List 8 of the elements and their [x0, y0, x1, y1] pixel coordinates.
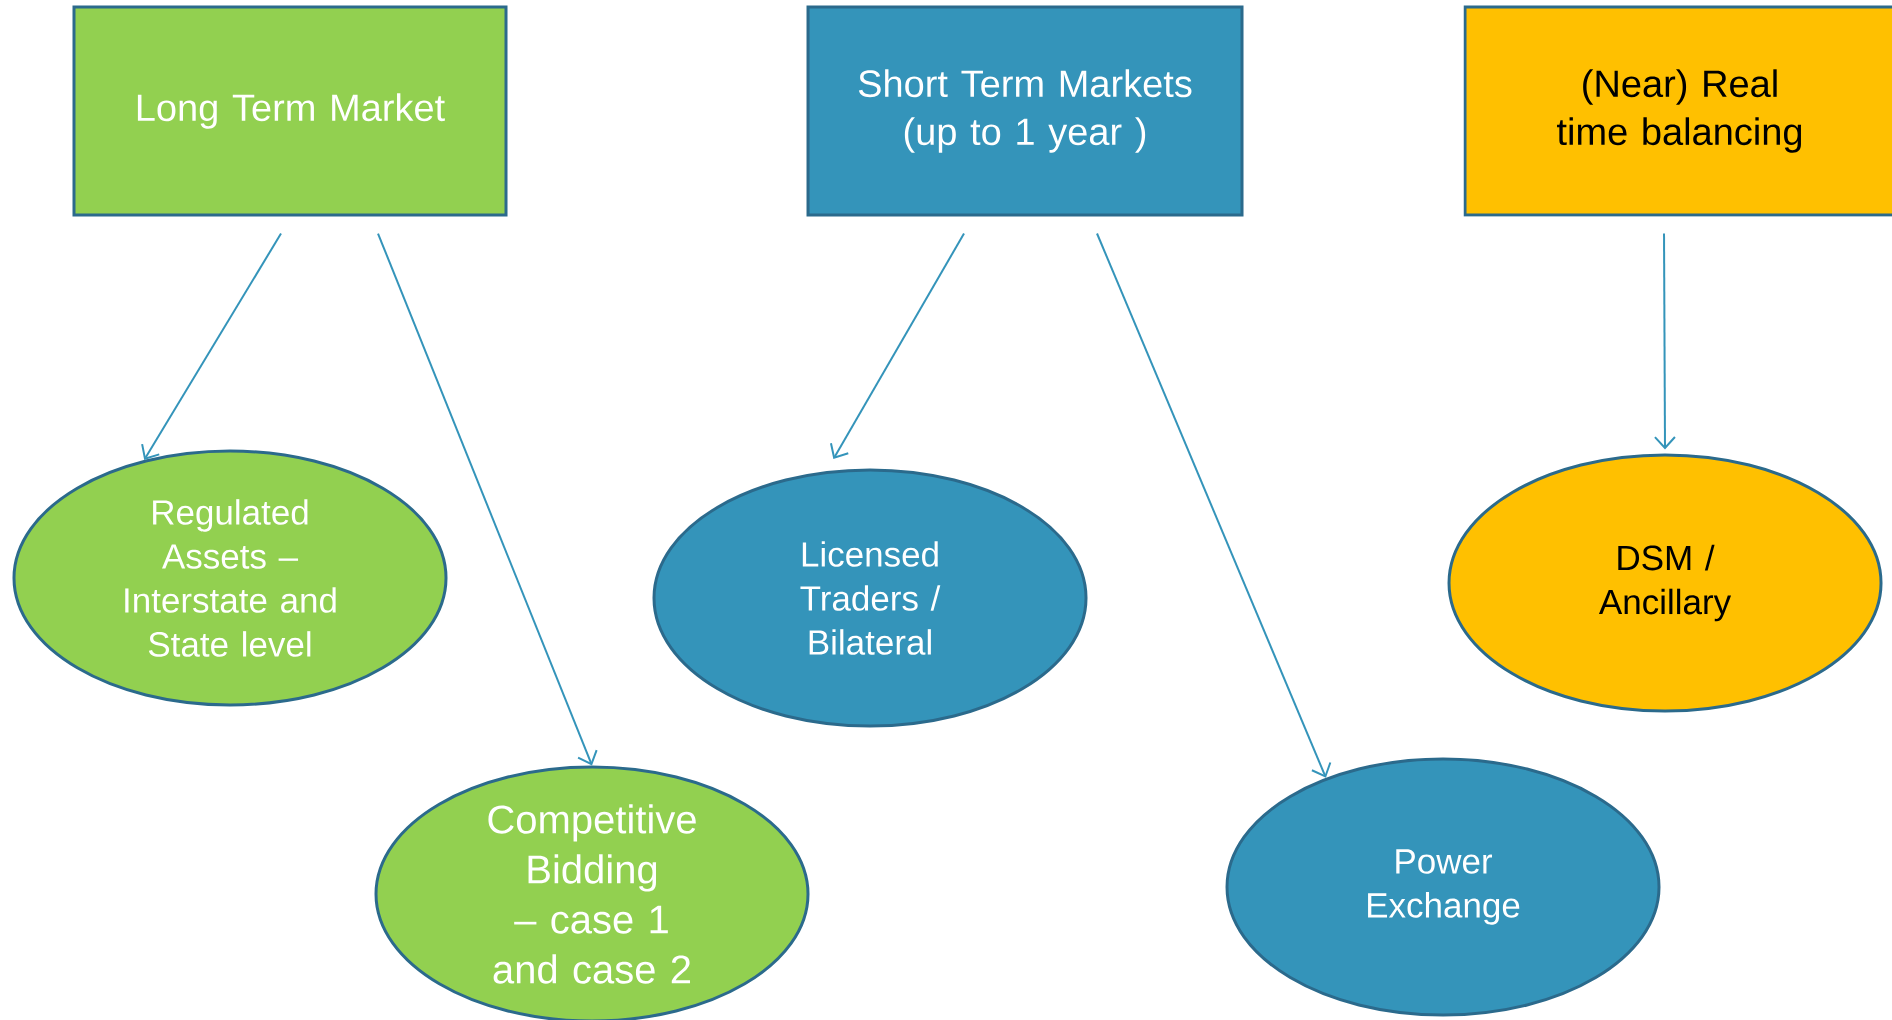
market-box: Long Term Market	[72, 5, 508, 217]
arrow	[1653, 232, 1676, 450]
arrow	[377, 232, 598, 766]
market-box: (Near) Real time balancing	[1463, 5, 1892, 217]
market-box: Short Term Markets (up to 1 year )	[806, 5, 1244, 217]
arrow	[829, 232, 965, 460]
arrow	[141, 232, 282, 460]
arrow	[1096, 232, 1332, 778]
